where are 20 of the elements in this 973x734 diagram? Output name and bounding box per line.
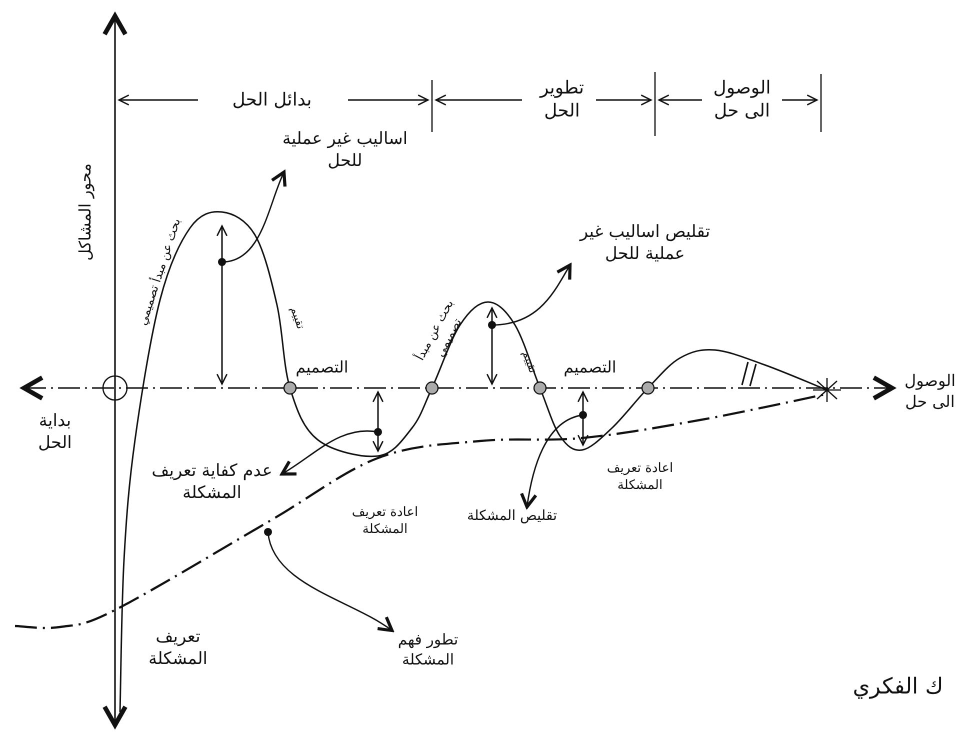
- label: بداية الحل: [37, 410, 73, 454]
- label: اعادة تعريف المشكلة: [350, 505, 420, 539]
- callout-text: عدم كفاية تعريف المشكلة: [142, 460, 282, 504]
- callout-text: اساليب غير عملية للحل: [275, 128, 415, 172]
- label: بحث عن مبدأ تصميمي: [135, 216, 184, 328]
- callout-text: تقليص المشكلة: [466, 506, 558, 526]
- label: الوصول الى حل: [903, 371, 957, 413]
- label: اعادة تعريف المشكلة: [606, 461, 674, 495]
- label: تطوير الحل: [538, 76, 585, 124]
- label: التصميم: [296, 358, 348, 378]
- callout-text: تطور فهم المشكلة: [386, 630, 470, 670]
- callout-text: تقليص اساليب غير عملية للحل: [568, 220, 722, 266]
- label: التصميم: [564, 358, 616, 378]
- label: الوصول الى حل: [712, 76, 772, 124]
- label: تقييم: [286, 305, 308, 331]
- label: ك الفكري: [852, 674, 944, 702]
- label: تقييم: [518, 348, 540, 376]
- label: بدائل الحل: [232, 88, 312, 112]
- label: محور المشاكل: [76, 163, 96, 261]
- label: تعريف المشكلة: [147, 626, 209, 670]
